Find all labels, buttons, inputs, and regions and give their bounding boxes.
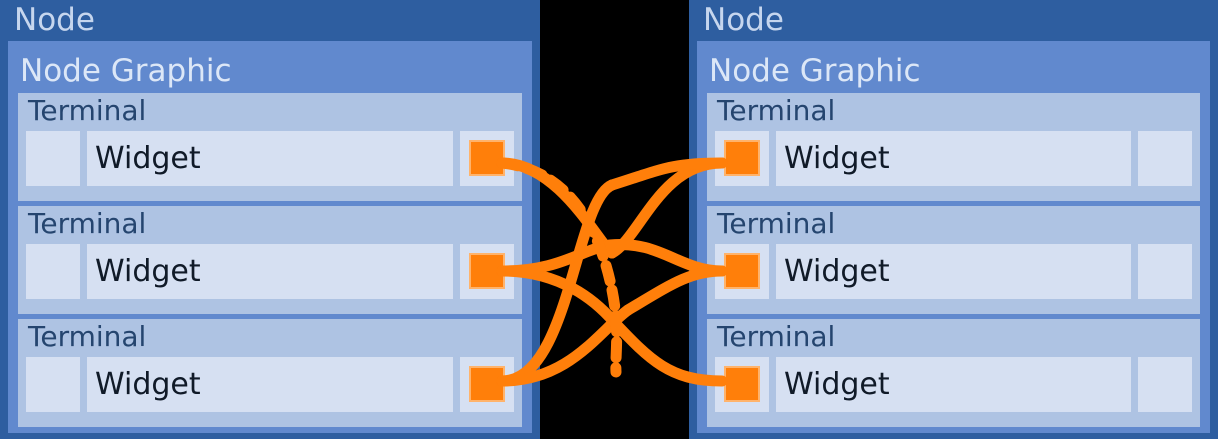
- widget-label: Widget: [95, 366, 201, 402]
- widget-field[interactable]: Widget: [87, 357, 453, 412]
- node-graphic-title: Node Graphic: [709, 53, 921, 89]
- terminal[interactable]: Terminal Widget: [18, 93, 522, 201]
- widget-field[interactable]: Widget: [87, 244, 453, 299]
- input-socket[interactable]: [715, 131, 769, 186]
- widget-label: Widget: [784, 140, 890, 176]
- output-socket[interactable]: [460, 357, 514, 412]
- terminal-row: Widget: [26, 357, 514, 412]
- terminal-title: Terminal: [717, 320, 836, 353]
- terminal-title: Terminal: [717, 207, 836, 240]
- terminal-row: Widget: [26, 244, 514, 299]
- input-socket[interactable]: [26, 131, 80, 186]
- output-socket[interactable]: [1138, 244, 1192, 299]
- node-right[interactable]: Node Node Graphic Terminal Widget: [689, 0, 1218, 439]
- terminal-row: Widget: [715, 244, 1192, 299]
- widget-label: Widget: [784, 366, 890, 402]
- output-socket[interactable]: [1138, 357, 1192, 412]
- terminal-title: Terminal: [28, 94, 147, 127]
- widget-field[interactable]: Widget: [776, 357, 1131, 412]
- terminal-row: Widget: [26, 131, 514, 186]
- output-socket[interactable]: [460, 131, 514, 186]
- input-port-icon[interactable]: [724, 366, 760, 402]
- terminal[interactable]: Terminal Widget: [707, 206, 1200, 314]
- output-port-icon[interactable]: [469, 140, 505, 176]
- widget-label: Widget: [784, 253, 890, 289]
- input-socket[interactable]: [26, 357, 80, 412]
- widget-field[interactable]: Widget: [776, 244, 1131, 299]
- node-title: Node: [14, 2, 95, 38]
- terminal-title: Terminal: [28, 320, 147, 353]
- output-port-icon[interactable]: [469, 253, 505, 289]
- input-socket[interactable]: [715, 244, 769, 299]
- terminal[interactable]: Terminal Widget: [707, 93, 1200, 201]
- widget-field[interactable]: Widget: [87, 131, 453, 186]
- terminal-list: Terminal Widget Terminal: [707, 93, 1200, 432]
- widget-label: Widget: [95, 140, 201, 176]
- output-port-icon[interactable]: [469, 366, 505, 402]
- node-graphic-title: Node Graphic: [20, 53, 232, 89]
- input-socket[interactable]: [26, 244, 80, 299]
- terminal[interactable]: Terminal Widget: [18, 206, 522, 314]
- terminal-row: Widget: [715, 357, 1192, 412]
- terminal[interactable]: Terminal Widget: [18, 319, 522, 427]
- terminal-title: Terminal: [717, 94, 836, 127]
- terminal-list: Terminal Widget Terminal: [18, 93, 522, 432]
- node-left[interactable]: Node Node Graphic Terminal Widget: [0, 0, 540, 439]
- widget-label: Widget: [95, 253, 201, 289]
- input-socket[interactable]: [715, 357, 769, 412]
- terminal-row: Widget: [715, 131, 1192, 186]
- node-graphic[interactable]: Node Graphic Terminal Widget: [697, 41, 1210, 433]
- terminal-title: Terminal: [28, 207, 147, 240]
- input-port-icon[interactable]: [724, 253, 760, 289]
- node-graphic[interactable]: Node Graphic Terminal Widget: [8, 41, 532, 433]
- connection-l1-r3b[interactable]: [606, 284, 623, 378]
- widget-field[interactable]: Widget: [776, 131, 1131, 186]
- output-socket[interactable]: [1138, 131, 1192, 186]
- input-port-icon[interactable]: [724, 140, 760, 176]
- output-socket[interactable]: [460, 244, 514, 299]
- terminal[interactable]: Terminal Widget: [707, 319, 1200, 427]
- node-title: Node: [703, 2, 784, 38]
